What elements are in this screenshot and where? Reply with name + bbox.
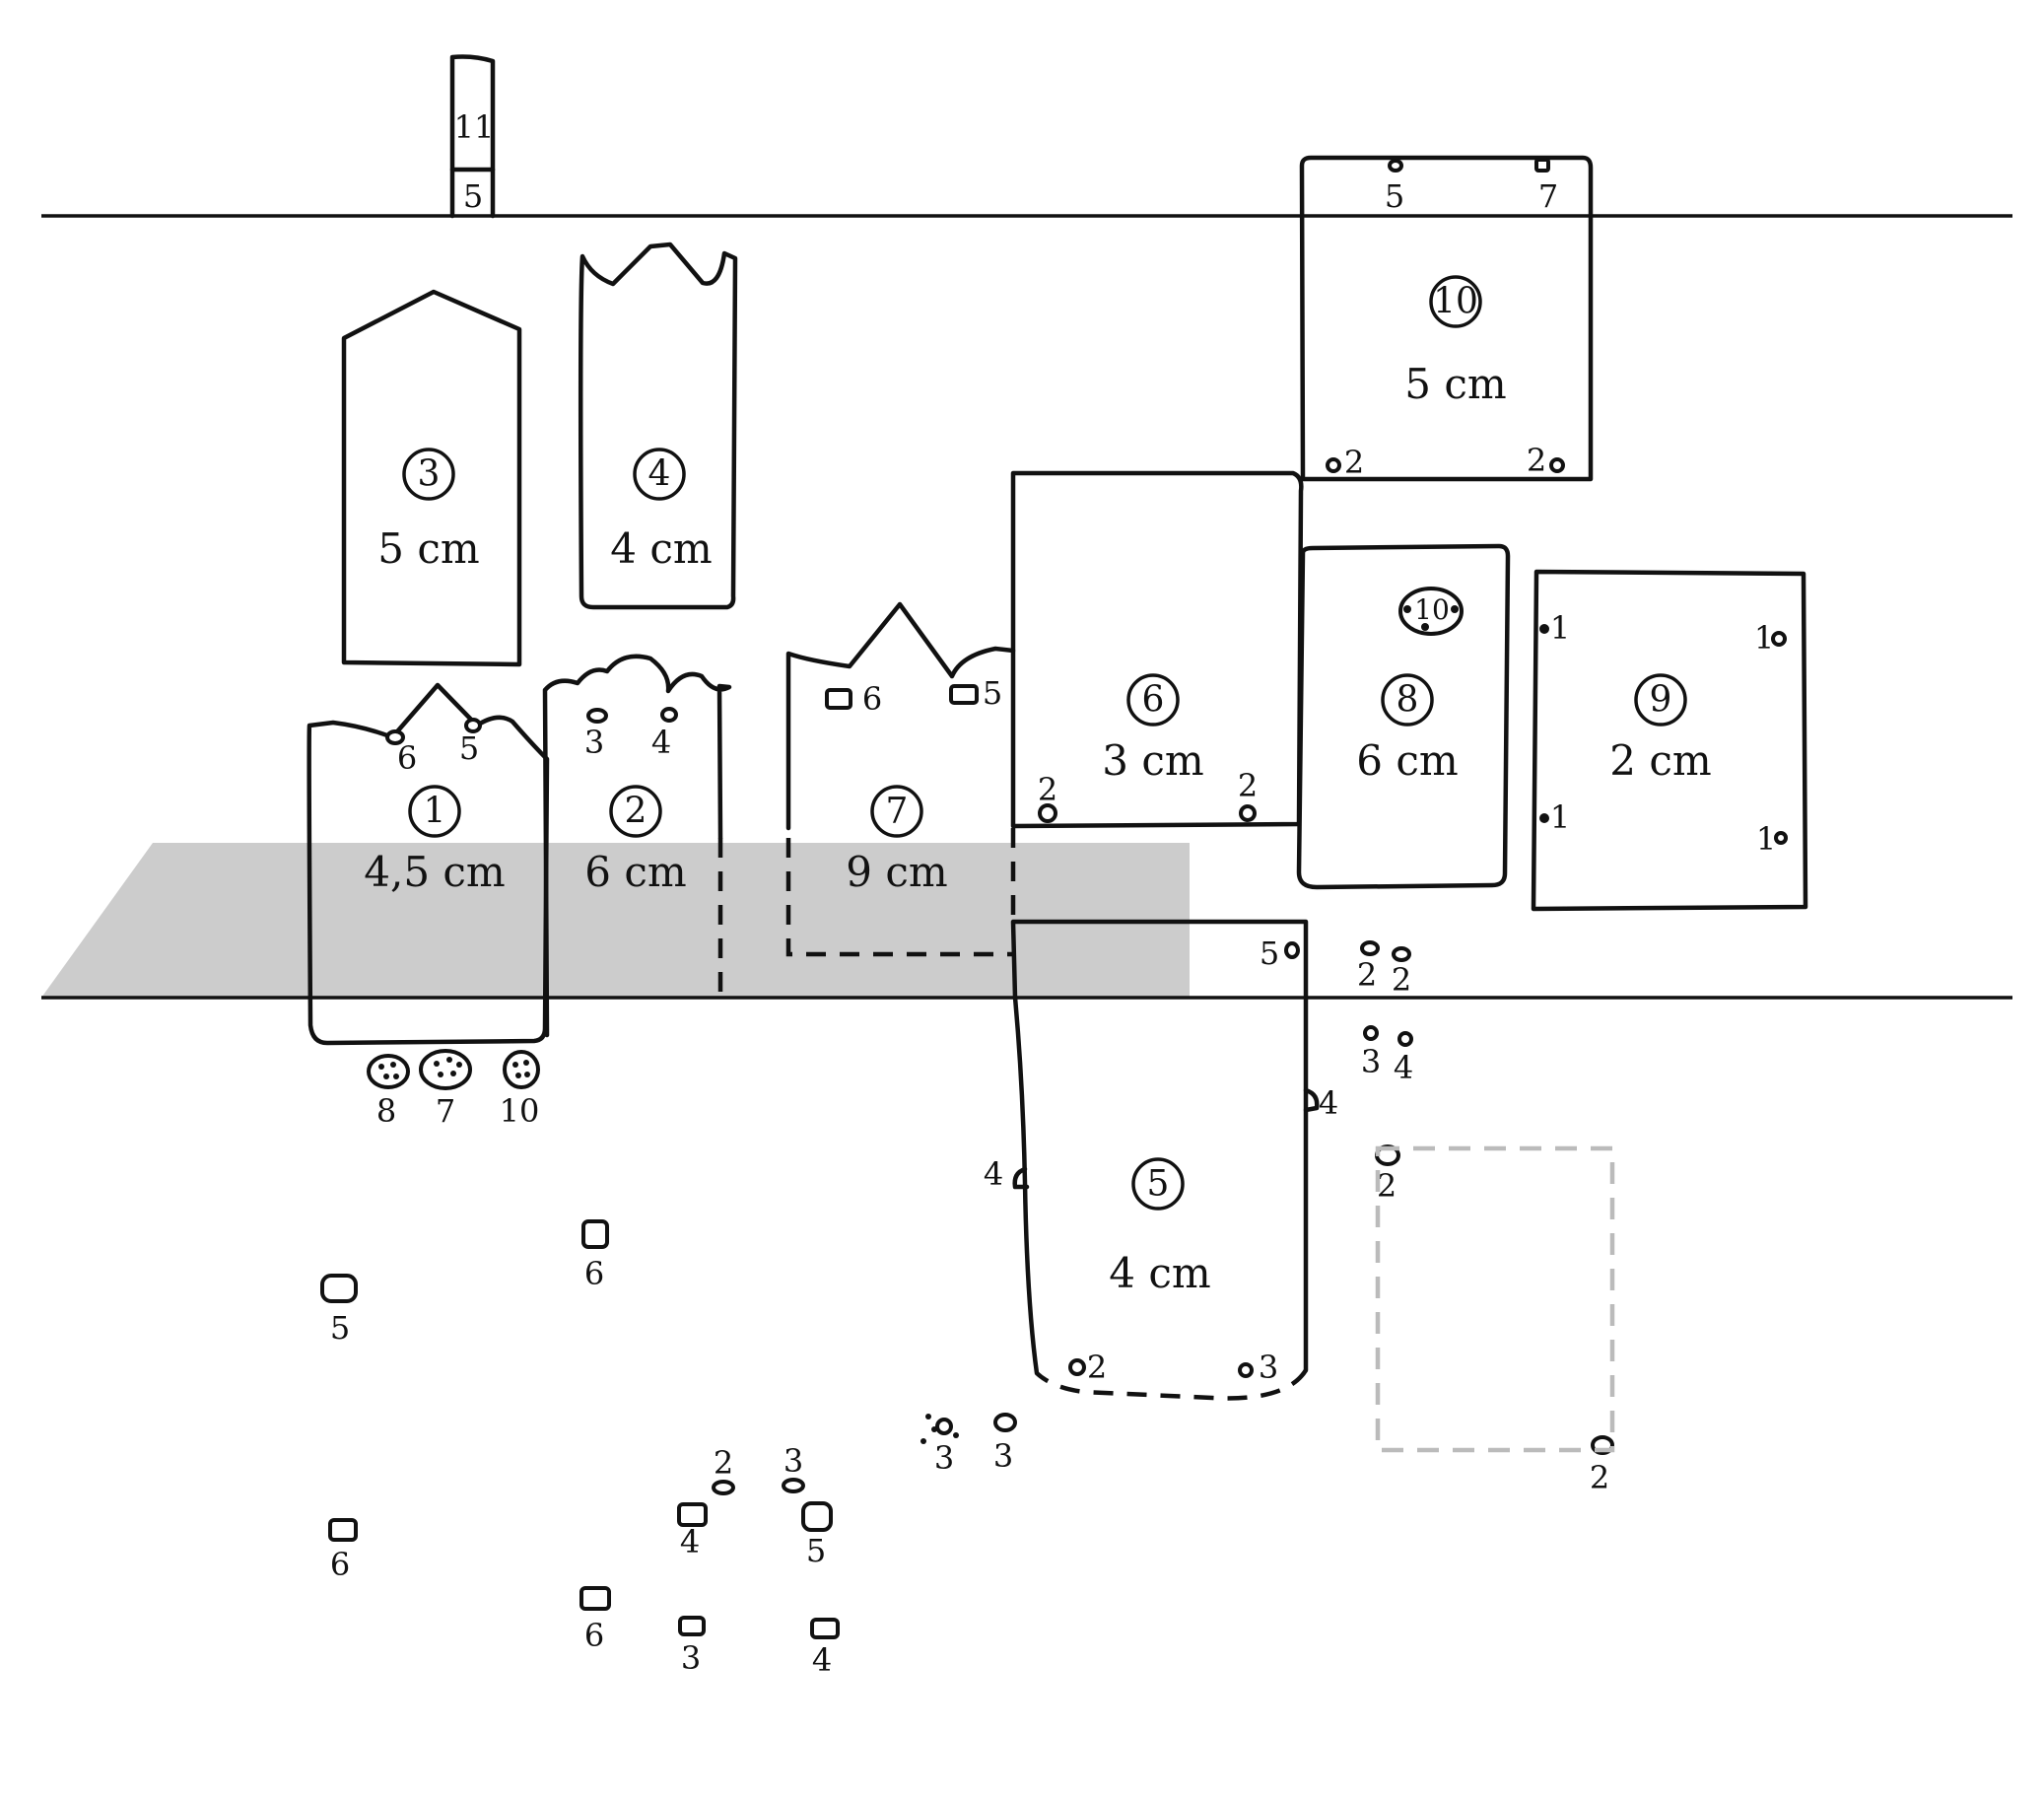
p10-mark-2b: 2 — [1527, 442, 1546, 479]
piece-7-number: 7 — [886, 792, 909, 832]
scatter-mark-3a: 3 — [934, 1439, 954, 1477]
p2-mark-4: 4 — [651, 724, 671, 761]
piece-2-number: 2 — [625, 792, 647, 832]
p10-mark-5: 5 — [1385, 177, 1404, 215]
p6-mark-2a: 2 — [1038, 771, 1057, 808]
scattered-holes: 6 5 6 3 3 2 3 4 5 6 3 4 — [320, 1219, 1017, 1679]
scatter-mark-5b: 5 — [806, 1532, 826, 1569]
scatter-mark-5a: 5 — [330, 1309, 350, 1347]
p1-mark-5: 5 — [459, 729, 479, 767]
bead-label-8: 8 — [376, 1092, 396, 1130]
piece-6-size: 3 cm — [1102, 736, 1203, 785]
cluster-mark-2a: 2 — [1357, 956, 1377, 994]
p5-mark-2: 2 — [1087, 1349, 1107, 1386]
piece-5-size: 4 cm — [1109, 1249, 1210, 1297]
p5-mark-5: 5 — [1260, 935, 1279, 972]
piece-8: 10 8 6 cm — [1296, 543, 1511, 890]
p10-mark-7: 7 — [1538, 177, 1558, 215]
bead-label-10: 10 — [500, 1092, 540, 1130]
scatter-mark-3c: 3 — [784, 1442, 803, 1480]
p9-mark-1b: 1 — [1754, 619, 1774, 657]
piece-2-size: 6 cm — [584, 848, 686, 896]
p5-mark-4b: 4 — [984, 1155, 1003, 1193]
scatter-mark-3d: 3 — [681, 1639, 701, 1677]
piece-10-size: 5 cm — [1404, 360, 1506, 408]
cluster-mark-2c: 2 — [1377, 1167, 1397, 1205]
scatter-mark-4a: 4 — [680, 1523, 700, 1560]
p9-mark-1d: 1 — [1756, 820, 1776, 858]
piece-5: 5 4 cm 5 4 4 2 3 — [984, 919, 1338, 1401]
piece-9-number: 9 — [1650, 680, 1672, 721]
scatter-mark-6c: 6 — [584, 1617, 604, 1654]
bead-label-7: 7 — [436, 1092, 455, 1130]
piece-3-number: 3 — [418, 454, 441, 495]
missing-piece-outline — [1375, 1145, 1615, 1453]
piece-4: 4 4 cm — [578, 242, 738, 610]
p10-mark-2a: 2 — [1344, 444, 1364, 481]
piece-6-number: 6 — [1142, 680, 1165, 721]
p5-mark-3: 3 — [1259, 1349, 1278, 1386]
p9-mark-1a: 1 — [1550, 609, 1570, 647]
piece-3-size: 5 cm — [377, 524, 479, 573]
p1-mark-6: 6 — [397, 739, 417, 777]
piece-10: 10 5 cm 5 7 2 2 — [1299, 155, 1594, 482]
p7-mark-5: 5 — [983, 674, 1002, 712]
piece-5-number: 5 — [1147, 1164, 1170, 1205]
right-hole-cluster: 2 2 3 4 2 2 — [1357, 940, 1614, 1496]
p7-mark-6: 6 — [862, 680, 882, 718]
p5-mark-4a: 4 — [1319, 1084, 1338, 1122]
cluster-mark-2d: 2 — [1590, 1459, 1609, 1496]
piece-8-size: 6 cm — [1356, 736, 1458, 785]
piece-1-size: 4,5 cm — [364, 848, 506, 896]
piece-1: 6 5 1 4,5 cm — [307, 682, 550, 1046]
piece-9: 1 1 1 1 9 2 cm — [1531, 569, 1808, 912]
cluster-mark-2b: 2 — [1392, 961, 1411, 999]
p8-mark-10: 10 — [1414, 593, 1450, 626]
piece-2: 3 4 2 6 cm — [542, 654, 732, 1038]
p6-mark-2b: 2 — [1238, 767, 1258, 804]
scatter-mark-2: 2 — [714, 1444, 733, 1482]
scatter-mark-4b: 4 — [812, 1641, 832, 1679]
strip-label-11: 11 — [454, 108, 495, 146]
strip-11: 11 5 — [449, 54, 496, 219]
piece-7-size: 9 cm — [846, 848, 947, 896]
bead-group: 8 7 10 — [367, 1049, 540, 1130]
strip-label-5: 5 — [463, 177, 483, 215]
piece-6: 6 3 cm 2 2 — [1010, 470, 1304, 829]
cluster-mark-4: 4 — [1394, 1049, 1413, 1086]
p2-mark-3: 3 — [584, 724, 604, 761]
shaded-band — [41, 843, 1190, 998]
scatter-mark-6a: 6 — [584, 1255, 604, 1292]
scatter-mark-3b: 3 — [993, 1437, 1013, 1475]
piece-3: 3 5 cm — [341, 289, 522, 667]
piece-9-size: 2 cm — [1609, 736, 1711, 785]
piece-8-number: 8 — [1397, 680, 1419, 721]
p9-mark-1c: 1 — [1550, 798, 1570, 836]
piece-1-number: 1 — [424, 792, 446, 832]
piece-10-number: 10 — [1433, 282, 1478, 322]
scatter-mark-6b: 6 — [330, 1546, 350, 1583]
piece-7: 6 5 7 9 cm — [785, 601, 1016, 957]
piece-4-number: 4 — [648, 454, 671, 495]
cluster-mark-3: 3 — [1361, 1043, 1381, 1080]
piece-4-size: 4 cm — [610, 524, 712, 573]
